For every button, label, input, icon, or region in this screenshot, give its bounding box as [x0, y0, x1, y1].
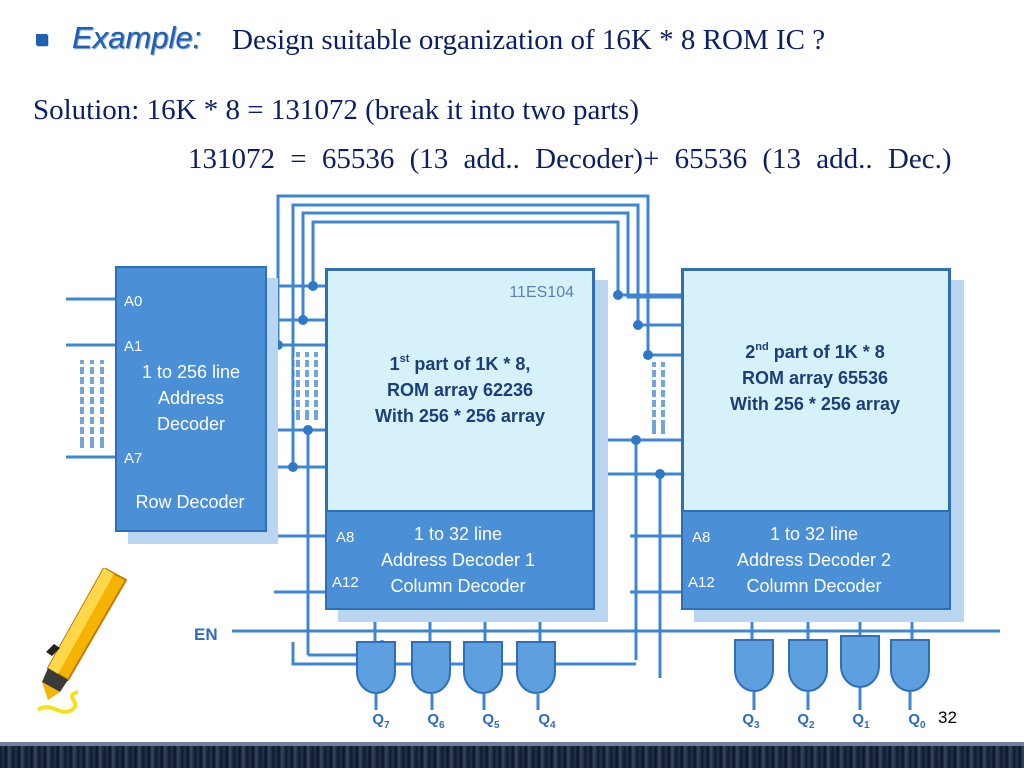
rom2-line-1: 2nd part of 1K * 8 [745, 341, 885, 362]
output-q3: Q3 [742, 711, 760, 731]
square-bullet-icon [36, 34, 47, 45]
and-gate-q0 [890, 639, 930, 692]
footer-band [0, 742, 1024, 768]
output-q7: Q7 [372, 711, 390, 731]
col-decoder1-line-3: Column Decoder [390, 576, 525, 596]
and-gate-q6 [411, 641, 451, 694]
row-input-a7: A7 [124, 450, 142, 467]
and-gate-q2 [788, 639, 828, 692]
enable-label: EN [194, 625, 218, 644]
output-q0: Q0 [908, 711, 926, 731]
page-number: 32 [938, 708, 957, 727]
output-q5: Q5 [482, 711, 500, 731]
solution-line-1: Solution: 16K * 8 = 131072 (break it int… [33, 94, 639, 126]
and-gate-q7 [356, 641, 396, 694]
col-decoder2-line-2: Address Decoder 2 [737, 550, 891, 570]
and-gate-q3 [734, 639, 774, 692]
output-q6: Q6 [427, 711, 445, 731]
col-decoder1-line-2: Address Decoder 1 [381, 550, 535, 570]
rom1-line-2: ROM array 62236 [387, 380, 533, 400]
col2-input-a12: A12 [688, 574, 715, 591]
col1-input-a12: A12 [332, 574, 359, 591]
row-input-a0: A0 [124, 293, 142, 310]
output-q4: Q4 [538, 711, 556, 731]
and-gate-q5 [463, 641, 503, 694]
output-q2: Q2 [797, 711, 815, 731]
col2-input-a8: A8 [692, 529, 710, 546]
rom-array-2 [682, 269, 950, 512]
col-decoder1-line-1: 1 to 32 line [414, 524, 502, 544]
row-decoder-title-3: Decoder [157, 414, 225, 434]
rom2-line-3: With 256 * 256 array [730, 394, 900, 414]
rom2-line-2: ROM array 65536 [742, 368, 888, 388]
col-decoder2-line-3: Column Decoder [746, 576, 881, 596]
row-decoder-caption: Row Decoder [135, 492, 244, 512]
rom1-line-3: With 256 * 256 array [375, 406, 545, 426]
solution-line-2: 131072 = 65536 (13 add.. Decoder)+ 65536… [188, 143, 952, 175]
highlighter-pen-icon [36, 568, 128, 714]
rom1-line-1: 1st part of 1K * 8, [390, 353, 531, 374]
rom-array-1 [326, 269, 594, 512]
col-decoder2-line-1: 1 to 32 line [770, 524, 858, 544]
rom1-watermark: 11ES104 [509, 284, 574, 301]
row-decoder-title-1: 1 to 256 line [142, 362, 240, 382]
and-gate-q1 [840, 635, 880, 688]
and-gate-q4 [516, 641, 556, 694]
output-q1: Q1 [852, 711, 870, 731]
example-label: Example: [72, 20, 202, 55]
question-text: Design suitable organization of 16K * 8 … [232, 24, 826, 56]
col1-input-a8: A8 [336, 529, 354, 546]
row-decoder-title-2: Address [158, 388, 224, 408]
row-decoder-block [115, 266, 267, 532]
row-input-a1: A1 [124, 338, 142, 355]
